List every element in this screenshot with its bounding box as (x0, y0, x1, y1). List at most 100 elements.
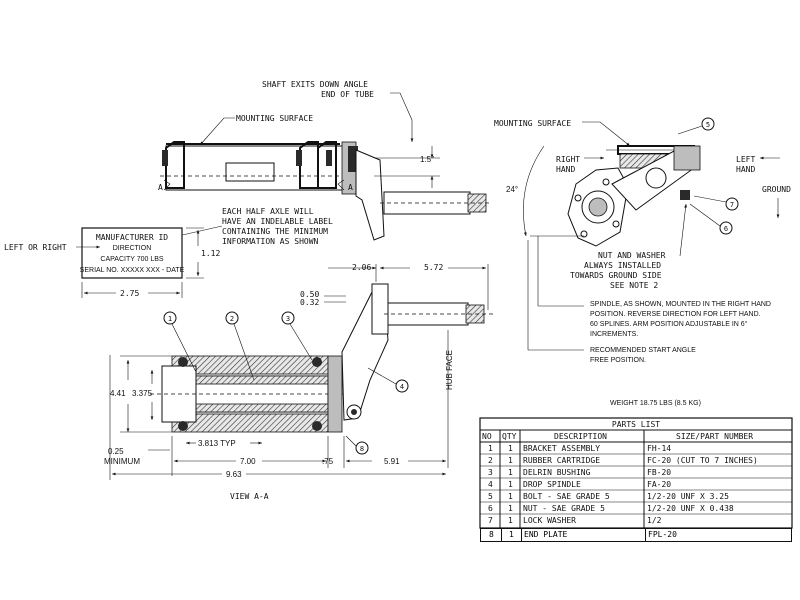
row-6-no: 6 (488, 504, 493, 513)
shaft-exits-note-line2: END OF TUBE (321, 90, 374, 99)
bracket-left-bolt (162, 150, 168, 166)
arm-bracket (673, 145, 701, 171)
section-a-right: A (348, 183, 353, 192)
balloon-3-text: 3 (286, 315, 290, 323)
parts-list-table: PARTS LIST NO QTY DESCRIPTION SIZE/PART … (479, 417, 793, 529)
nut-washer-note-3: TOWARDS GROUND SIDE (570, 271, 662, 280)
left-hand-label-1: LEFT (736, 155, 755, 164)
parts-list-row-8: 8 1 END PLATE FPL-20 (480, 528, 792, 542)
table-row: 7 1 LOCK WASHER 1/2 (488, 516, 662, 525)
manufacturer-label-serial: SERIAL NO. XXXXX XXX - DATE (80, 267, 185, 274)
end-plate-section (327, 355, 343, 433)
row-4-no: 4 (488, 480, 493, 489)
dim-0-32: 0.32 (300, 298, 319, 307)
mounting-surface-label-left: MOUNTING SURFACE (236, 114, 313, 123)
flange-hole-2 (602, 178, 610, 186)
dim-2-75: 2.75 (120, 289, 139, 298)
flange-hole-4 (580, 230, 588, 238)
weight-note: WEIGHT 18.75 LBS (8.5 KG) (610, 400, 701, 407)
balloon-8-text: 8 (360, 445, 364, 453)
balloon-1 (163, 311, 177, 325)
balloon-4 (395, 379, 409, 393)
section-a-left: A (158, 183, 163, 192)
row-5-size: 1/2-20 UNF X 3.25 (647, 492, 729, 501)
shaft-exits-leader (390, 92, 414, 142)
dim-2-06: 2.06 (352, 263, 371, 272)
row-8-description: END PLATE (524, 530, 568, 539)
left-or-right-label: LEFT OR RIGHT (4, 243, 67, 252)
label-note-line2: HAVE AN INDELABLE LABEL (222, 217, 333, 226)
row-8-size: FPL-20 (648, 530, 677, 539)
row-1-no: 1 (488, 444, 493, 453)
table-row: 6 1 NUT - SAE GRADE 5 1/2-20 UNF X 0.438 (480, 504, 792, 515)
row-8-col-rule-3 (645, 529, 646, 541)
left-hand-label-2: HAND (736, 165, 755, 174)
balloon-7 (725, 197, 739, 211)
balloon-3 (281, 311, 295, 325)
label-note-leader (177, 225, 223, 237)
drop-arm (355, 149, 385, 241)
row-6-size: 1/2-20 UNF X 0.438 (647, 504, 734, 513)
view-a-a-label: VIEW A-A (230, 492, 269, 501)
row-7-size: 1/2 (647, 516, 662, 525)
row-6-description: NUT - SAE GRADE 5 (523, 504, 605, 513)
start-angle-note-1: RECOMMENDED START ANGLE (590, 347, 696, 354)
axle-tube (165, 145, 353, 191)
spindle-hub (371, 283, 389, 335)
nut-washer (680, 190, 690, 200)
mount-bolt-1 (178, 357, 188, 367)
dim-0-50: 0.50 (300, 290, 319, 299)
balloon-2-leader (233, 323, 255, 381)
balloon-2-text: 2 (230, 315, 234, 323)
balloon-2 (225, 311, 239, 325)
row-5-description: BOLT - SAE GRADE 5 (523, 492, 610, 501)
balloon-7-leader (693, 195, 727, 203)
row-4-description: DROP SPINDLE (523, 480, 581, 489)
balloon-7-text: 7 (730, 201, 734, 209)
row-7-description: LOCK WASHER (523, 516, 576, 525)
shaft-exits-note-line1: SHAFT EXITS DOWN ANGLE (262, 80, 368, 89)
balloon-6-leader (689, 203, 721, 227)
balloon-3-leader (289, 323, 313, 361)
table-row: 3 1 DELRIN BUSHING FB-20 (480, 468, 792, 479)
row-6-qty: 1 (508, 504, 513, 513)
spindle-note-1: SPINDLE, AS SHOWN, MOUNTED IN THE RIGHT … (590, 301, 771, 308)
spindle-hub-inner (588, 197, 608, 217)
balloon-5 (701, 117, 715, 131)
mounting-surface-leader-right (582, 121, 631, 147)
right-hand-label-2: HAND (556, 165, 575, 174)
manufacturer-label: MANUFACTURER ID DIRECTION CAPACITY 700 L… (4, 227, 220, 298)
dim-9-63: 9.63 (226, 470, 242, 479)
row-4-qty: 1 (508, 480, 513, 489)
row-2-qty: 1 (508, 456, 513, 465)
view-a-a: 2.06 5.72 0.50 0.32 HUB FACE (104, 263, 496, 501)
balloon-4-text: 4 (400, 383, 404, 391)
header-qty: QTY (502, 432, 517, 441)
balloons: 1 2 3 4 8 5 7 6 (163, 117, 739, 455)
dim-4-41: 4.41 (110, 389, 126, 398)
section-a-left-arrow (163, 179, 171, 191)
start-angle-note-2: FREE POSITION. (590, 357, 646, 364)
dim-1-12: 1.12 (201, 249, 220, 258)
table-row: 5 1 BOLT - SAE GRADE 5 1/2-20 UNF X 3.25 (480, 492, 792, 503)
table-row: 2 1 RUBBER CARTRIDGE FC-20 (CUT TO 7 INC… (480, 456, 792, 467)
row-8-col-rule-2 (521, 529, 522, 541)
cartridge-bottom (195, 403, 329, 413)
right-hand-label-1: RIGHT (556, 155, 580, 164)
row-5-no: 5 (488, 492, 493, 501)
arm-pivot (645, 167, 667, 189)
row-3-description: DELRIN BUSHING (523, 468, 591, 477)
dim-0-25: 0.25 (108, 447, 124, 456)
flange-hole-1 (574, 194, 582, 202)
top-right-view: MOUNTING SURFACE RIGHT HAND LEFT HAND GR… (494, 119, 791, 351)
row-2-no: 2 (488, 456, 493, 465)
section-a-right-arrow (337, 179, 345, 191)
balloon-5-leader (677, 125, 703, 135)
header-size: SIZE/PART NUMBER (676, 432, 753, 441)
nut-washer-note-2: ALWAYS INSTALLED (584, 261, 661, 270)
flange-hole-3 (612, 220, 620, 228)
dim-3-375: 3.375 (132, 389, 153, 398)
row-7-qty: 1 (508, 516, 513, 525)
nut-washer-note-1: NUT AND WASHER (598, 251, 666, 260)
